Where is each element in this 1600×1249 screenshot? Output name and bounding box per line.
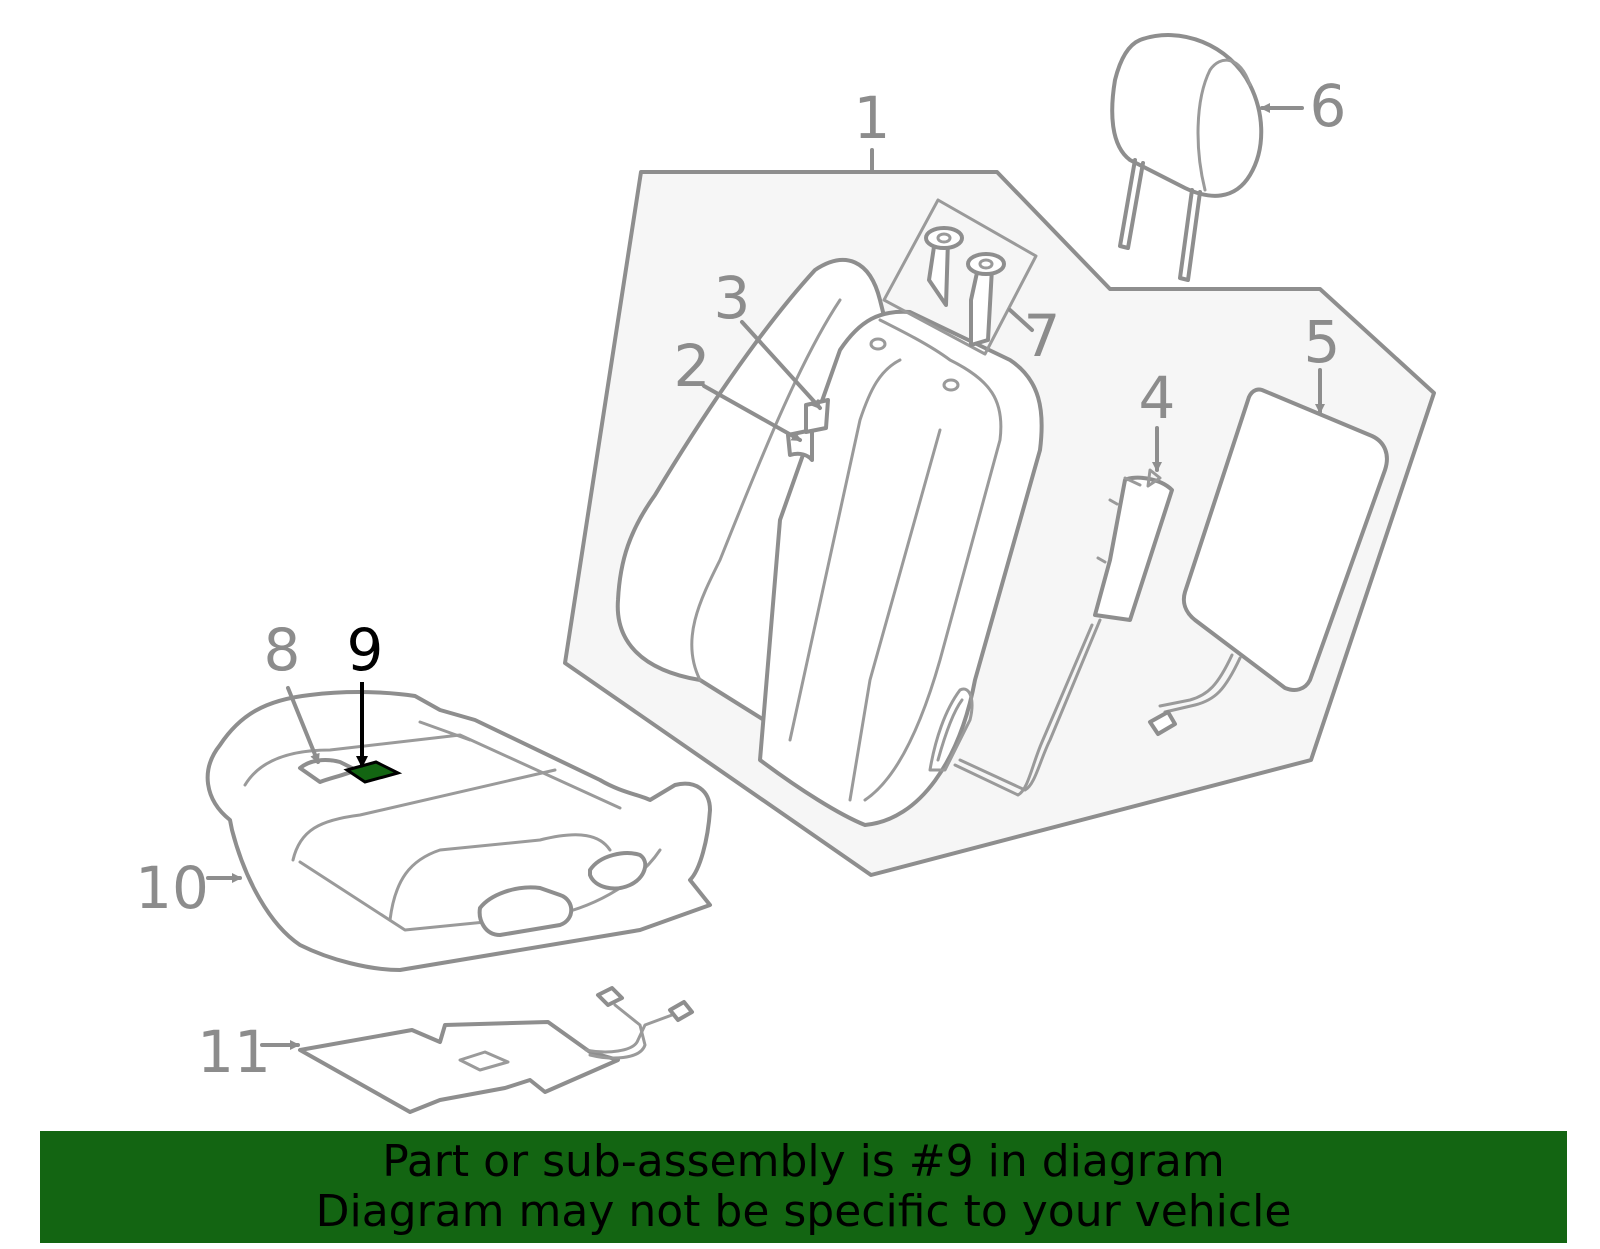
callout-4: 4: [1139, 364, 1176, 432]
callout-9: 9: [347, 616, 384, 684]
callout-3: 3: [714, 264, 751, 332]
part-7-guides-box: [882, 198, 1038, 356]
banner-line-1: Part or sub-assembly is #9 in diagram: [382, 1136, 1225, 1187]
part-4-side-airbag: [1093, 475, 1174, 622]
callout-2: 2: [674, 332, 711, 400]
callout-11: 11: [197, 1018, 271, 1086]
banner-line-2: Diagram may not be specific to your vehi…: [315, 1186, 1292, 1237]
callout-5: 5: [1304, 308, 1341, 376]
callout-6: 6: [1310, 72, 1347, 140]
info-banner: Part or sub-assembly is #9 in diagram Di…: [40, 1131, 1567, 1243]
callout-1: 1: [854, 84, 891, 152]
part-5-back-panel: [1181, 387, 1389, 692]
part-11-heater-mat: [298, 1020, 620, 1114]
callout-8: 8: [264, 616, 301, 684]
callout-10: 10: [135, 854, 209, 922]
callout-7: 7: [1024, 302, 1061, 370]
